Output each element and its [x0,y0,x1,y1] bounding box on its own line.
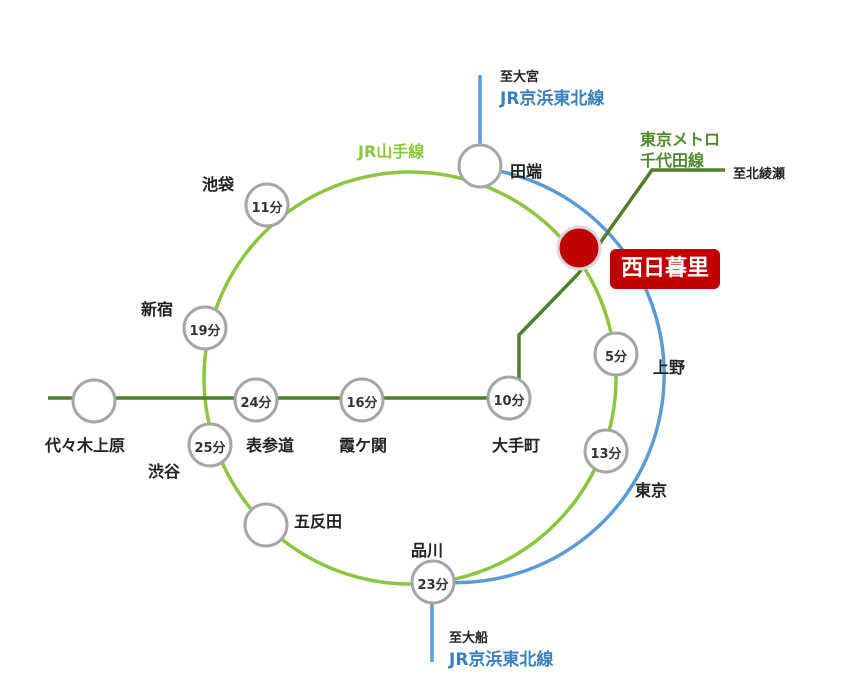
yamanote-line-label: JR山手線 [358,142,425,161]
station-tokyo [583,428,629,474]
chiyoda-line-label-2: 千代田線 [640,151,705,170]
station-ueno [593,331,639,377]
chiyoda-line-label-1: 東京メトロ [640,130,721,149]
time-kasumigaseki: 16分 [346,396,378,411]
station-kasumigaseki [339,377,385,423]
station-shibuya [187,422,233,468]
label-otemachi: 大手町 [492,436,541,455]
label-ikebukuro: 池袋 [202,175,235,194]
yamanote-line-loop [202,170,618,586]
current-station-marker [556,225,602,271]
station-otemachi [486,375,532,421]
station-ikebukuro [244,182,290,228]
label-kasumigaseki: 霞ケ関 [339,436,388,455]
keihin-north-label: JR京浜東北線 [500,89,605,109]
label-omotesando: 表参道 [246,436,295,455]
label-gotanda: 五反田 [294,512,343,531]
label-tokyo: 東京 [635,481,668,500]
label-shinagawa: 品川 [411,541,444,560]
dest-ofuna: 至大船 [449,631,489,646]
station-yoyogi-uehara [71,378,117,424]
time-ueno: 5分 [604,350,628,365]
station-shinjuku [182,305,228,351]
dest-kita-ayase: 至北綾瀬 [733,167,786,182]
label-ueno: 上野 [653,358,686,377]
time-shibuya: 25分 [194,441,226,456]
keihin-east-arc [439,166,666,585]
time-otemachi: 10分 [493,394,525,409]
station-omotesando [233,377,279,423]
current-station-badge: 西日暮里 [610,249,720,289]
dest-omiya: 至大宮 [500,70,540,85]
label-tabata: 田端 [510,162,543,181]
time-ikebukuro: 11分 [251,201,283,216]
time-omotesando: 24分 [240,396,272,411]
label-yoyogi-uehara: 代々木上原 [45,436,126,455]
station-shinagawa [410,559,456,605]
time-shinagawa: 23分 [417,578,449,593]
time-tokyo: 13分 [590,447,622,462]
time-shinjuku: 19分 [189,324,221,339]
label-shibuya: 渋谷 [148,462,181,481]
station-tabata [457,143,503,189]
keihin-south-label: JR京浜東北線 [449,650,554,670]
label-shinjuku: 新宿 [141,300,174,319]
station-gotanda [243,502,289,548]
